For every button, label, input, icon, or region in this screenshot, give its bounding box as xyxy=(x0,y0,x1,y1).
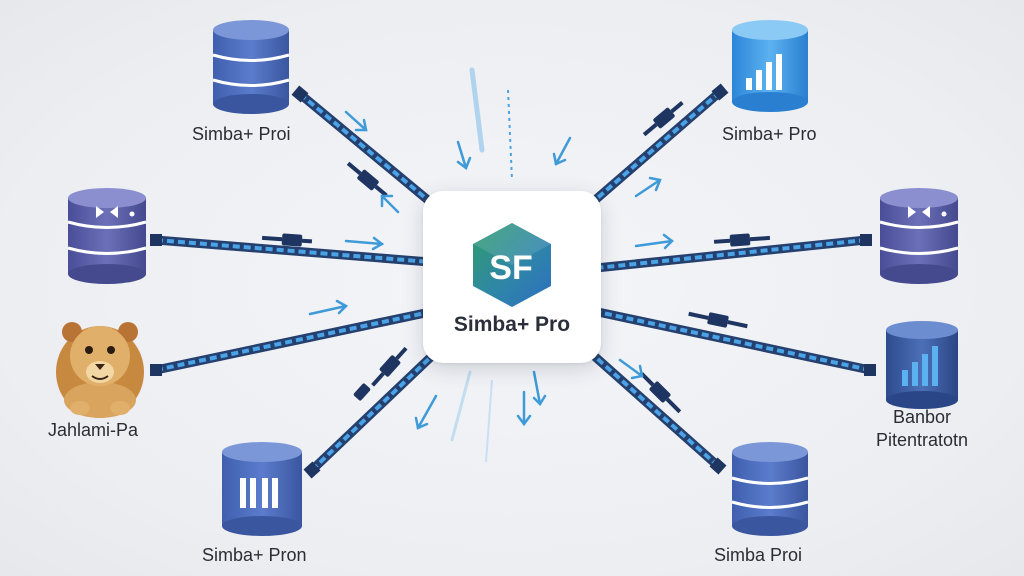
arrow-icon xyxy=(414,394,438,430)
node-label-right-chart-line2: Pitentratotn xyxy=(875,430,969,450)
connector-icon xyxy=(640,372,682,414)
database-chart-icon xyxy=(886,321,958,409)
arrow-icon xyxy=(634,233,674,250)
database-logo-icon xyxy=(879,188,959,284)
database-icon xyxy=(731,442,809,536)
database-chart-icon xyxy=(222,442,302,536)
node-label-lion: Jahlami-Pa xyxy=(48,420,139,440)
arrow-icon xyxy=(552,136,572,166)
connector-icon xyxy=(371,346,408,387)
arrow-icon xyxy=(634,176,662,198)
connector-icon xyxy=(353,383,371,401)
cable-right-chart xyxy=(593,307,876,376)
database-icon xyxy=(212,20,290,114)
arrow-icon xyxy=(308,299,349,316)
connector-icon xyxy=(261,233,313,247)
connector-icon xyxy=(346,161,388,197)
arrow-icon xyxy=(618,358,644,380)
node-label-right-chart: Banbor Pitentratotn xyxy=(862,406,982,452)
hub-title: Simba+ Pro xyxy=(453,313,571,336)
node-label-right-chart-line1: Banbor xyxy=(892,407,952,427)
lion-mascot-icon xyxy=(56,322,144,418)
arrow-icon xyxy=(516,390,532,427)
hub-card[interactable]: SF Simba+ Pro xyxy=(423,191,601,363)
arrow-icon xyxy=(456,140,472,170)
cable-mid-left xyxy=(150,234,435,267)
connector-icon xyxy=(642,101,684,137)
cable-lion xyxy=(150,307,435,376)
hub-logo-text: SF xyxy=(489,249,532,287)
node-label-bottom-right: Simba Proi xyxy=(714,545,803,565)
light-streaks xyxy=(450,67,513,463)
database-logo-icon xyxy=(67,188,147,284)
arrow-icon xyxy=(532,370,547,406)
cable-bottom-left xyxy=(303,349,439,479)
node-label-top-left: Simba+ Proi xyxy=(192,124,291,144)
flow-arrow-group xyxy=(308,110,674,430)
database-chart-icon xyxy=(732,20,808,112)
cable-mid-right xyxy=(591,234,872,273)
connector-group xyxy=(261,101,771,414)
arrow-icon xyxy=(380,194,400,214)
connector-icon xyxy=(713,233,771,247)
hub-logo-icon: SF xyxy=(473,223,551,307)
node-label-top-right: Simba+ Pro xyxy=(722,124,817,144)
cable-group xyxy=(150,83,876,479)
connector-icon xyxy=(688,311,748,329)
node-label-bottom-left: Simba+ Pron xyxy=(202,545,307,565)
arrow-icon xyxy=(344,236,385,251)
arrow-icon xyxy=(344,110,368,132)
cable-bottom-right xyxy=(587,349,727,475)
